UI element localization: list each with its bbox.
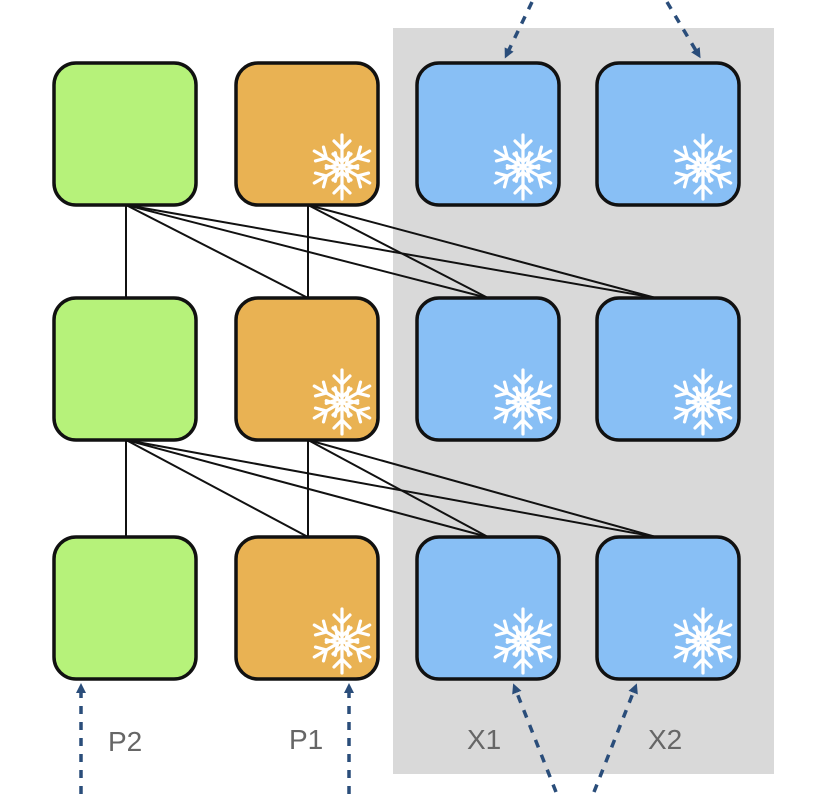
connection-line <box>307 439 489 538</box>
label-p1: P1 <box>289 724 323 755</box>
connection-line <box>307 204 657 299</box>
block-p2-row3 <box>52 535 198 681</box>
block-x2-row3 <box>595 535 741 681</box>
block-p1-row3 <box>234 535 380 681</box>
block-rect <box>595 535 741 681</box>
block-rect <box>234 535 380 681</box>
block-rect <box>52 535 198 681</box>
block-rect <box>234 296 380 442</box>
block-p2-row1 <box>52 61 198 207</box>
block-rect <box>595 61 741 207</box>
block-rect <box>415 535 561 681</box>
connection-line <box>307 204 489 299</box>
arrow-bottom-x1 <box>512 683 558 793</box>
block-p1-row1 <box>234 61 380 207</box>
connection-line <box>125 204 309 299</box>
block-rect <box>415 296 561 442</box>
block-rect <box>415 61 561 207</box>
connection-line <box>125 204 657 299</box>
block-rect <box>595 296 741 442</box>
arrow-top-x1 <box>504 1 534 59</box>
block-rect <box>234 61 380 207</box>
block-p1-row2 <box>234 296 380 442</box>
label-x1: X1 <box>467 724 501 755</box>
label-x2: X2 <box>648 724 682 755</box>
block-grid <box>52 61 741 681</box>
block-x1-row2 <box>415 296 561 442</box>
block-p2-row2 <box>52 296 198 442</box>
block-x2-row2 <box>595 296 741 442</box>
connection-lines <box>125 204 657 538</box>
block-rect <box>52 296 198 442</box>
connection-line <box>125 439 657 538</box>
connection-line <box>307 439 657 538</box>
block-x2-row1 <box>595 61 741 207</box>
arrow-bottom-x2 <box>592 683 638 793</box>
block-x1-row1 <box>415 61 561 207</box>
arrow-top-x2 <box>665 1 701 59</box>
block-rect <box>52 61 198 207</box>
block-x1-row3 <box>415 535 561 681</box>
connection-line <box>125 439 309 538</box>
label-p2: P2 <box>108 726 142 757</box>
arrows <box>76 1 701 794</box>
